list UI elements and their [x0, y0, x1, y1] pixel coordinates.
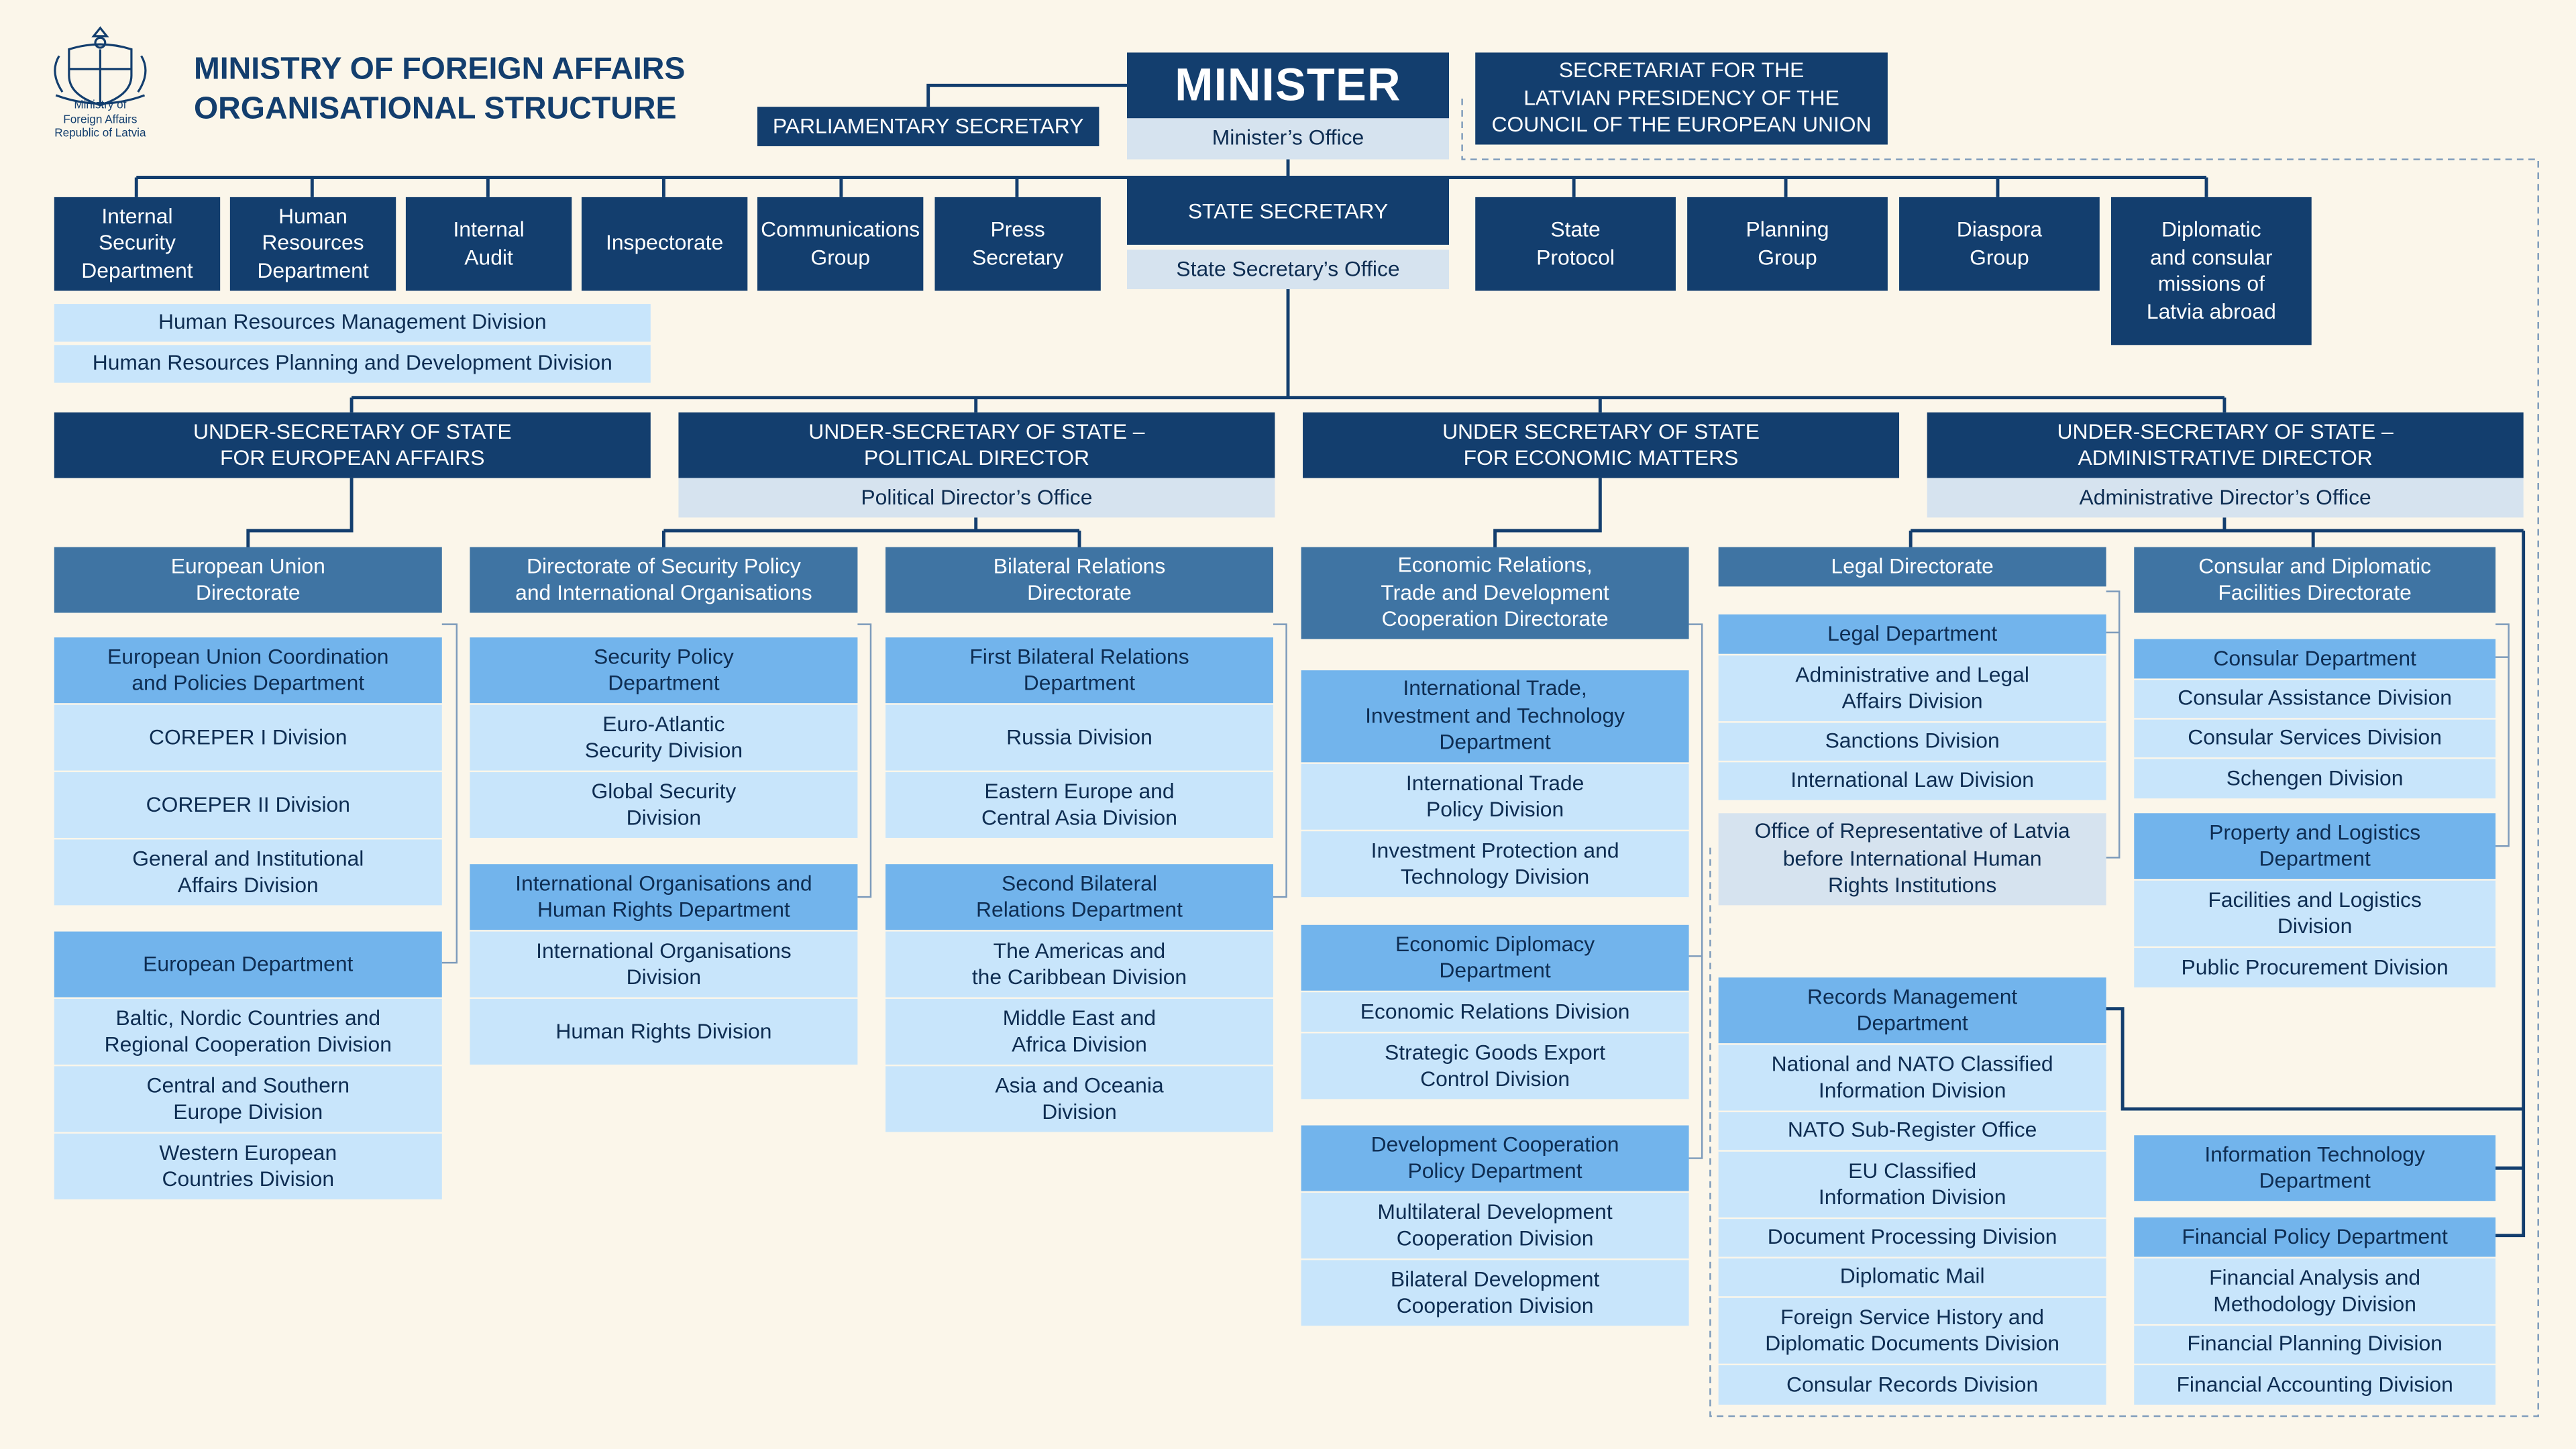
division: Administrative and Legal Affairs Divisio…	[1718, 655, 2106, 722]
division: NATO Sub-Register Office	[1718, 1112, 2106, 1150]
department-eu-coordination: European Union Coordination and Policies…	[54, 637, 442, 704]
unit-planning-group: Planning Group	[1687, 197, 1888, 291]
hr-division: Human Resources Management Division	[54, 304, 651, 342]
division: General and Institutional Affairs Divisi…	[54, 839, 442, 906]
division: COREPER II Division	[54, 772, 442, 838]
department-consular: Consular Department	[2134, 639, 2496, 679]
division: Foreign Service History and Diplomatic D…	[1718, 1297, 2106, 1364]
unit-communications: Communications Group	[757, 197, 924, 291]
directorate-security-policy: Directorate of Security Policy and Inter…	[470, 547, 858, 613]
unit-internal-audit: Internal Audit	[405, 197, 572, 291]
division: Financial Planning Division	[2134, 1326, 2496, 1364]
division: Eastern Europe and Central Asia Division	[885, 772, 1273, 838]
unit-human-resources: Human Resources Department	[229, 197, 396, 291]
division: The Americas and the Caribbean Division	[885, 931, 1273, 998]
state-secretary-box: STATE SECRETARY	[1127, 178, 1450, 245]
division: International Trade Policy Division	[1301, 763, 1689, 830]
unit-state-protocol: State Protocol	[1475, 197, 1676, 291]
department-economic-diplomacy: Economic Diplomacy Department	[1301, 924, 1689, 991]
political-director-office: Political Director’s Office	[678, 478, 1275, 518]
unit-press-secretary: Press Secretary	[934, 197, 1101, 291]
administrative-director-office: Administrative Director’s Office	[1927, 478, 2524, 518]
division: Baltic, Nordic Countries and Regional Co…	[54, 998, 442, 1065]
department-european: European Department	[54, 931, 442, 998]
division: Strategic Goods Export Control Division	[1301, 1033, 1689, 1099]
department-information-technology: Information Technology Department	[2134, 1135, 2496, 1201]
under-secretary-administrative: UNDER-SECRETARY OF STATE – ADMINISTRATIV…	[1927, 412, 2524, 478]
unit-inspectorate: Inspectorate	[581, 197, 748, 291]
department-records-management: Records Management Department	[1718, 977, 2106, 1044]
division: Central and Southern Europe Division	[54, 1066, 442, 1132]
ministers-office-box: Minister’s Office	[1127, 118, 1450, 160]
department-property-logistics: Property and Logistics Department	[2134, 813, 2496, 879]
division: Global Security Division	[470, 772, 858, 838]
secretariat-box: SECRETARIAT FOR THE LATVIAN PRESIDENCY O…	[1475, 52, 1888, 145]
division: Schengen Division	[2134, 759, 2496, 799]
state-secretary-office-box: State Secretary’s Office	[1127, 250, 1450, 290]
division: Bilateral Development Cooperation Divisi…	[1301, 1260, 1689, 1326]
division: International Law Division	[1718, 762, 2106, 800]
division: Euro-Atlantic Security Division	[470, 704, 858, 771]
division: Western European Countries Division	[54, 1133, 442, 1199]
directorate-consular-facilities: Consular and Diplomatic Facilities Direc…	[2134, 547, 2496, 613]
division: EU Classified Information Division	[1718, 1151, 2106, 1218]
page-title-line-2: ORGANISATIONAL STRUCTURE	[193, 92, 677, 127]
division: Document Processing Division	[1718, 1219, 2106, 1257]
unit-internal-security: Internal Security Department	[54, 197, 221, 291]
division: Sanctions Division	[1718, 722, 2106, 761]
division: Diplomatic Mail	[1718, 1258, 2106, 1297]
department-second-bilateral: Second Bilateral Relations Department	[885, 864, 1273, 930]
directorate-european-union: European Union Directorate	[54, 547, 442, 613]
parliamentary-secretary-box: PARLIAMENTARY SECRETARY	[757, 107, 1099, 146]
division: Russia Division	[885, 704, 1273, 771]
division: National and NATO Classified Information…	[1718, 1044, 2106, 1111]
department-first-bilateral: First Bilateral Relations Department	[885, 637, 1273, 704]
division: Economic Relations Division	[1301, 992, 1689, 1032]
department-international-trade: International Trade, Investment and Tech…	[1301, 670, 1689, 763]
logo-caption: Ministry of Foreign Affairs Republic of …	[54, 100, 146, 140]
page-title: MINISTRY OF FOREIGN AFFAIRS ORGANISATION…	[194, 51, 685, 130]
coat-of-arms-icon	[54, 26, 147, 107]
division: Financial Accounting Division	[2134, 1365, 2496, 1405]
division: Multilateral Development Cooperation Div…	[1301, 1192, 1689, 1258]
division: Public Procurement Division	[2134, 948, 2496, 987]
department-legal: Legal Department	[1718, 614, 2106, 654]
division: Asia and Oceania Division	[885, 1066, 1273, 1132]
division: Human Rights Division	[470, 998, 858, 1065]
division: COREPER I Division	[54, 704, 442, 771]
directorate-economic-relations: Economic Relations, Trade and Developmen…	[1301, 547, 1689, 639]
under-secretary-economic: UNDER SECRETARY OF STATE FOR ECONOMIC MA…	[1303, 412, 1900, 478]
unit-diaspora-group: Diaspora Group	[1899, 197, 2100, 291]
minister-box: MINISTER	[1127, 52, 1450, 119]
division: Financial Analysis and Methodology Divis…	[2134, 1258, 2496, 1324]
page-title-line-1: MINISTRY OF FOREIGN AFFAIRS	[193, 52, 686, 87]
department-development-cooperation: Development Cooperation Policy Departmen…	[1301, 1125, 1689, 1191]
office-human-rights-representative: Office of Representative of Latvia befor…	[1718, 813, 2106, 906]
division: Investment Protection and Technology Div…	[1301, 831, 1689, 898]
under-secretary-european: UNDER-SECRETARY OF STATE FOR EUROPEAN AF…	[54, 412, 651, 478]
under-secretary-political: UNDER-SECRETARY OF STATE – POLITICAL DIR…	[678, 412, 1275, 478]
division: Facilities and Logistics Division	[2134, 880, 2496, 947]
directorate-bilateral-relations: Bilateral Relations Directorate	[885, 547, 1273, 613]
department-financial-policy: Financial Policy Department	[2134, 1217, 2496, 1257]
department-security-policy: Security Policy Department	[470, 637, 858, 704]
directorate-legal: Legal Directorate	[1718, 547, 2106, 587]
division: Consular Records Division	[1718, 1365, 2106, 1405]
department-international-organisations: International Organisations and Human Ri…	[470, 864, 858, 930]
division: Consular Assistance Division	[2134, 680, 2496, 718]
division: International Organisations Division	[470, 931, 858, 998]
division: Consular Services Division	[2134, 719, 2496, 757]
unit-diplomatic-missions: Diplomatic and consular missions of Latv…	[2110, 197, 2312, 345]
hr-division: Human Resources Planning and Development…	[54, 345, 651, 383]
division: Middle East and Africa Division	[885, 998, 1273, 1065]
